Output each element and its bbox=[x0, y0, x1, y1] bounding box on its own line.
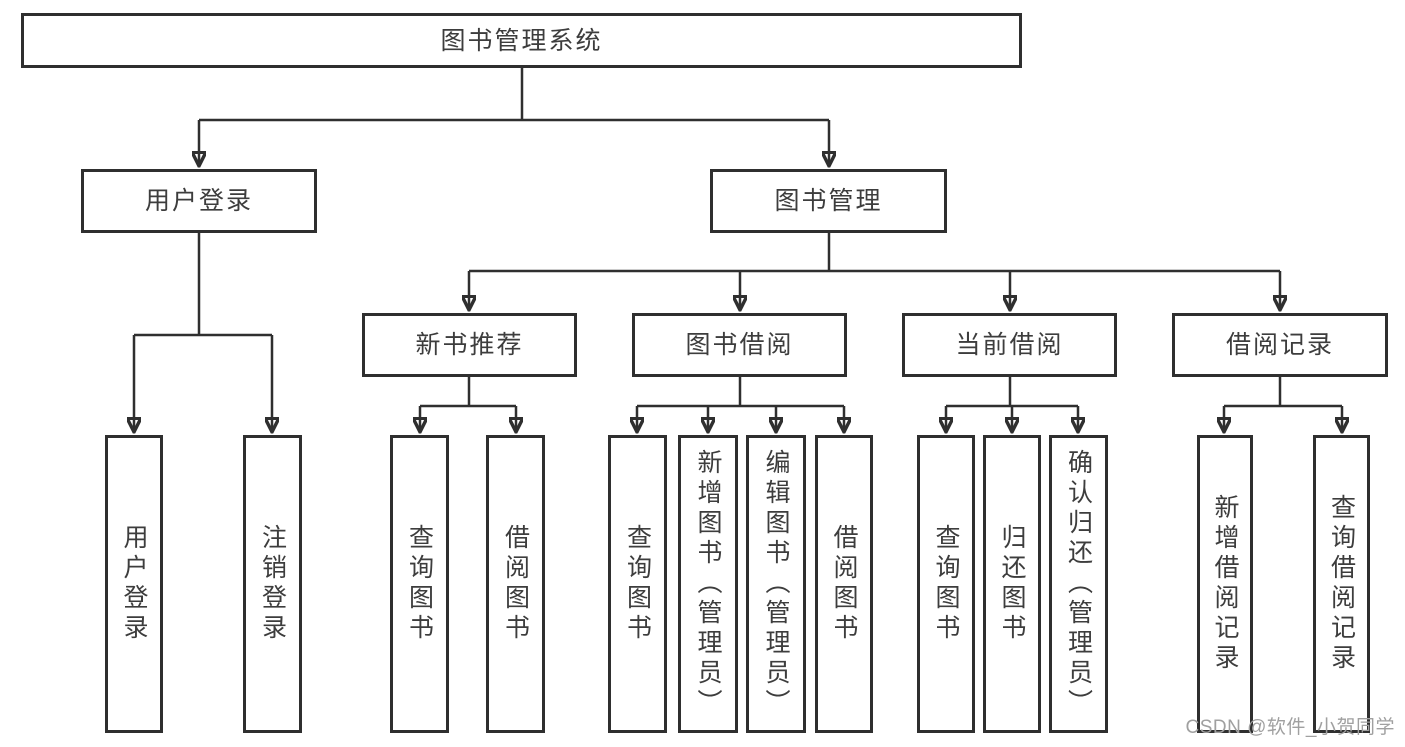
node-library-management-system: 图书管理系统 bbox=[21, 13, 1022, 68]
connector-book-mgmt-to-level3 bbox=[469, 233, 1280, 310]
watermark: CSDN @软件_小贺同学 bbox=[1185, 717, 1395, 738]
leaf-return-books: 归还图书 bbox=[983, 435, 1041, 733]
leaf-query-books-rec: 查询图书 bbox=[390, 435, 449, 733]
leaf-edit-books-admin: 编辑图书（管理员） bbox=[746, 435, 806, 733]
leaf-add-books-admin: 新增图书（管理员） bbox=[678, 435, 738, 733]
leaf-borrow-books-rec: 借阅图书 bbox=[486, 435, 545, 733]
leaf-query-borrow-record: 查询借阅记录 bbox=[1313, 435, 1370, 733]
connector-current-borrow-to-leaves bbox=[946, 377, 1078, 432]
leaf-query-books-current: 查询图书 bbox=[917, 435, 975, 733]
leaf-borrow-books: 借阅图书 bbox=[815, 435, 873, 733]
node-book-borrowing: 图书借阅 bbox=[632, 313, 847, 377]
connector-root-to-level2 bbox=[199, 68, 829, 166]
connector-borrow-record-to-leaves bbox=[1224, 377, 1342, 432]
leaf-confirm-return-admin: 确认归还（管理员） bbox=[1049, 435, 1108, 733]
connector-user-login-to-leaves bbox=[134, 233, 272, 432]
connector-new-book-rec-to-leaves bbox=[420, 377, 516, 432]
node-current-borrowing: 当前借阅 bbox=[902, 313, 1117, 377]
connector-book-borrow-to-leaves bbox=[637, 377, 844, 432]
leaf-add-borrow-record: 新增借阅记录 bbox=[1197, 435, 1253, 733]
leaf-user-login: 用户登录 bbox=[105, 435, 163, 733]
node-borrowing-records: 借阅记录 bbox=[1172, 313, 1388, 377]
node-new-book-recommendation: 新书推荐 bbox=[362, 313, 577, 377]
leaf-logout: 注销登录 bbox=[243, 435, 302, 733]
leaf-query-books-borrow: 查询图书 bbox=[608, 435, 667, 733]
node-user-login: 用户登录 bbox=[81, 169, 317, 233]
node-book-management: 图书管理 bbox=[710, 169, 947, 233]
